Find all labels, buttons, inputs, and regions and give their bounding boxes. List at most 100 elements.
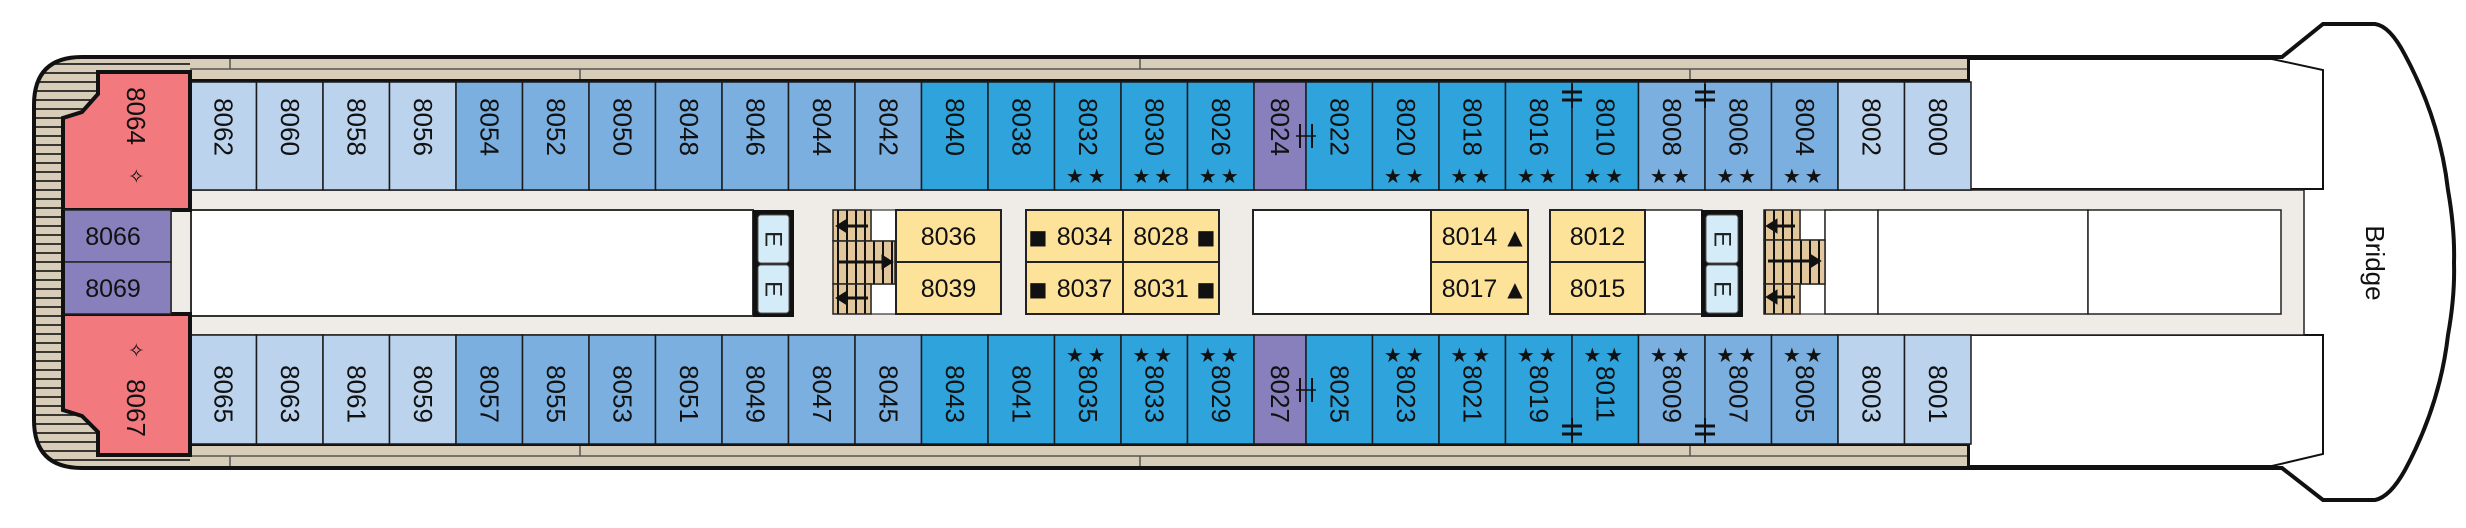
cabin-8062[interactable]: 8062 bbox=[189, 81, 258, 191]
cabin-8009[interactable]: 8009★★ bbox=[1637, 334, 1706, 445]
bridge-label: Bridge bbox=[2360, 225, 2390, 300]
cabin-8053[interactable]: 8053 bbox=[588, 334, 657, 445]
cabin-8004[interactable]: 8004★★ bbox=[1770, 81, 1839, 191]
cabin-8057[interactable]: 8057 bbox=[455, 334, 524, 445]
cabin-shape bbox=[1704, 81, 1773, 191]
cabin-8047[interactable]: 8047 bbox=[787, 334, 856, 445]
cabin-8050[interactable]: 8050 bbox=[588, 81, 657, 191]
cabin-8033[interactable]: 8033★★ bbox=[1120, 334, 1189, 445]
double-star-icon: ★★ bbox=[1583, 343, 1627, 367]
cabin-8065[interactable]: 8065 bbox=[189, 334, 258, 445]
cabin-8044[interactable]: 8044 bbox=[787, 81, 856, 191]
inner-room-stair-left-bottom bbox=[870, 283, 897, 315]
cabin-8054[interactable]: 8054 bbox=[455, 81, 524, 191]
cabin-number: 8018 bbox=[1457, 98, 1487, 156]
cabin-shape bbox=[1549, 209, 1646, 263]
cabin-8055[interactable]: 8055 bbox=[521, 334, 590, 445]
cabin-8045[interactable]: 8045 bbox=[854, 334, 923, 445]
cabin-8014[interactable]: 8014▲ bbox=[1430, 209, 1529, 263]
cabin-number: 8029 bbox=[1206, 365, 1236, 423]
cabin-8016[interactable]: 8016★★ bbox=[1504, 81, 1573, 191]
cabin-8003[interactable]: 8003 bbox=[1837, 334, 1906, 445]
cabin-8019[interactable]: 8019★★ bbox=[1504, 334, 1573, 445]
cabin-8061[interactable]: 8061 bbox=[322, 334, 391, 445]
cabin-shape bbox=[588, 334, 657, 445]
cabin-8010[interactable]: 8010★★ bbox=[1571, 81, 1640, 191]
cabin-8007[interactable]: 8007★★ bbox=[1704, 334, 1773, 445]
cabin-number: 8016 bbox=[1524, 98, 1554, 156]
cabin-8026[interactable]: 8026★★ bbox=[1186, 81, 1255, 191]
cabin-8029[interactable]: 8029★★ bbox=[1186, 334, 1255, 445]
cabin-8059[interactable]: 8059 bbox=[388, 334, 457, 445]
cabin-8056[interactable]: 8056 bbox=[388, 81, 457, 191]
cabin-8058[interactable]: 8058 bbox=[322, 81, 391, 191]
cabin-8066[interactable]: 8066 bbox=[62, 209, 172, 263]
cabin-8040[interactable]: 8040 bbox=[920, 81, 989, 191]
cabin-shape bbox=[521, 334, 590, 445]
cabin-8022[interactable]: 8022 bbox=[1305, 81, 1374, 191]
cabin-8039[interactable]: 8039 bbox=[895, 261, 1002, 315]
square-icon: ■ bbox=[1197, 225, 1216, 249]
stair-arrow-icon bbox=[1765, 218, 1822, 305]
cabin-8034[interactable]: 8034■ bbox=[1025, 209, 1124, 263]
cabin-8005[interactable]: 8005★★ bbox=[1770, 334, 1839, 445]
cabin-8031[interactable]: 8031■ bbox=[1122, 261, 1220, 315]
cabin-8049[interactable]: 8049 bbox=[721, 334, 790, 445]
cabin-8041[interactable]: 8041 bbox=[987, 334, 1056, 445]
elevator-label: E bbox=[760, 281, 787, 297]
cabin-8042[interactable]: 8042 bbox=[854, 81, 923, 191]
cabin-8052[interactable]: 8052 bbox=[521, 81, 590, 191]
cabin-8001[interactable]: 8001 bbox=[1903, 334, 1972, 445]
cabin-8038[interactable]: 8038 bbox=[987, 81, 1056, 191]
double-star-icon: ★★ bbox=[1066, 343, 1110, 367]
cabin-8012[interactable]: 8012 bbox=[1549, 209, 1646, 263]
cabin-8069[interactable]: 8069 bbox=[62, 261, 172, 315]
cabin-8051[interactable]: 8051 bbox=[654, 334, 723, 445]
cabin-8008[interactable]: 8008★★ bbox=[1637, 81, 1706, 191]
double-star-icon: ★★ bbox=[1199, 343, 1243, 367]
cabin-shape bbox=[322, 81, 391, 191]
cabin-8027[interactable]: 8027 bbox=[1253, 334, 1307, 445]
cabin-number: 8037 bbox=[1057, 275, 1113, 303]
cabin-8060[interactable]: 8060 bbox=[255, 81, 324, 191]
double-star-icon: ★★ bbox=[1583, 164, 1627, 188]
cabin-8037[interactable]: 8037■ bbox=[1025, 261, 1124, 315]
cabin-shape bbox=[1122, 261, 1220, 315]
cabin-8063[interactable]: 8063 bbox=[255, 334, 324, 445]
double-star-icon: ★★ bbox=[1450, 164, 1494, 188]
cabin-8017[interactable]: 8017▲ bbox=[1430, 261, 1529, 315]
stairs-forward[interactable] bbox=[1763, 209, 1826, 315]
double-star-icon: ★★ bbox=[1199, 164, 1243, 188]
cabin-8025[interactable]: 8025 bbox=[1305, 334, 1374, 445]
cabin-8032[interactable]: 8032★★ bbox=[1053, 81, 1122, 191]
cabin-8000[interactable]: 8000 bbox=[1903, 81, 1972, 191]
cabin-number: 8052 bbox=[541, 98, 571, 156]
cabin-8006[interactable]: 8006★★ bbox=[1704, 81, 1773, 191]
cabin-8028[interactable]: 8028■ bbox=[1122, 209, 1220, 263]
cabin-shape bbox=[1430, 209, 1529, 263]
stairs-aft[interactable] bbox=[832, 209, 896, 315]
cabin-8021[interactable]: 8021★★ bbox=[1438, 334, 1507, 445]
cabin-shape bbox=[1305, 334, 1374, 445]
cabin-8015[interactable]: 8015 bbox=[1549, 261, 1646, 315]
cabin-8046[interactable]: 8046 bbox=[721, 81, 790, 191]
cabin-8048[interactable]: 8048 bbox=[654, 81, 723, 191]
cabin-8030[interactable]: 8030★★ bbox=[1120, 81, 1189, 191]
cabin-shape bbox=[1571, 334, 1640, 445]
cabin-8064[interactable]: 8064✧ bbox=[61, 70, 192, 212]
elevator-bank-forward[interactable]: E E bbox=[1701, 210, 1743, 317]
cabin-8023[interactable]: 8023★★ bbox=[1371, 334, 1440, 445]
cabin-shape bbox=[1637, 81, 1706, 191]
cabin-8002[interactable]: 8002 bbox=[1837, 81, 1906, 191]
cabin-8043[interactable]: 8043 bbox=[920, 334, 989, 445]
elevator-bank-aft[interactable]: E E bbox=[753, 210, 794, 317]
cabin-8067[interactable]: ✧8067 bbox=[61, 312, 192, 457]
cabin-8011[interactable]: 8011★★ bbox=[1571, 334, 1640, 445]
inner-room-fwd-3 bbox=[1799, 283, 1826, 315]
cabin-8035[interactable]: 8035★★ bbox=[1053, 334, 1122, 445]
cabin-8036[interactable]: 8036 bbox=[895, 209, 1002, 263]
cabin-8024[interactable]: 8024 bbox=[1253, 81, 1307, 191]
cabin-8020[interactable]: 8020★★ bbox=[1371, 81, 1440, 191]
cabin-8018[interactable]: 8018 ★★ bbox=[1438, 81, 1507, 191]
